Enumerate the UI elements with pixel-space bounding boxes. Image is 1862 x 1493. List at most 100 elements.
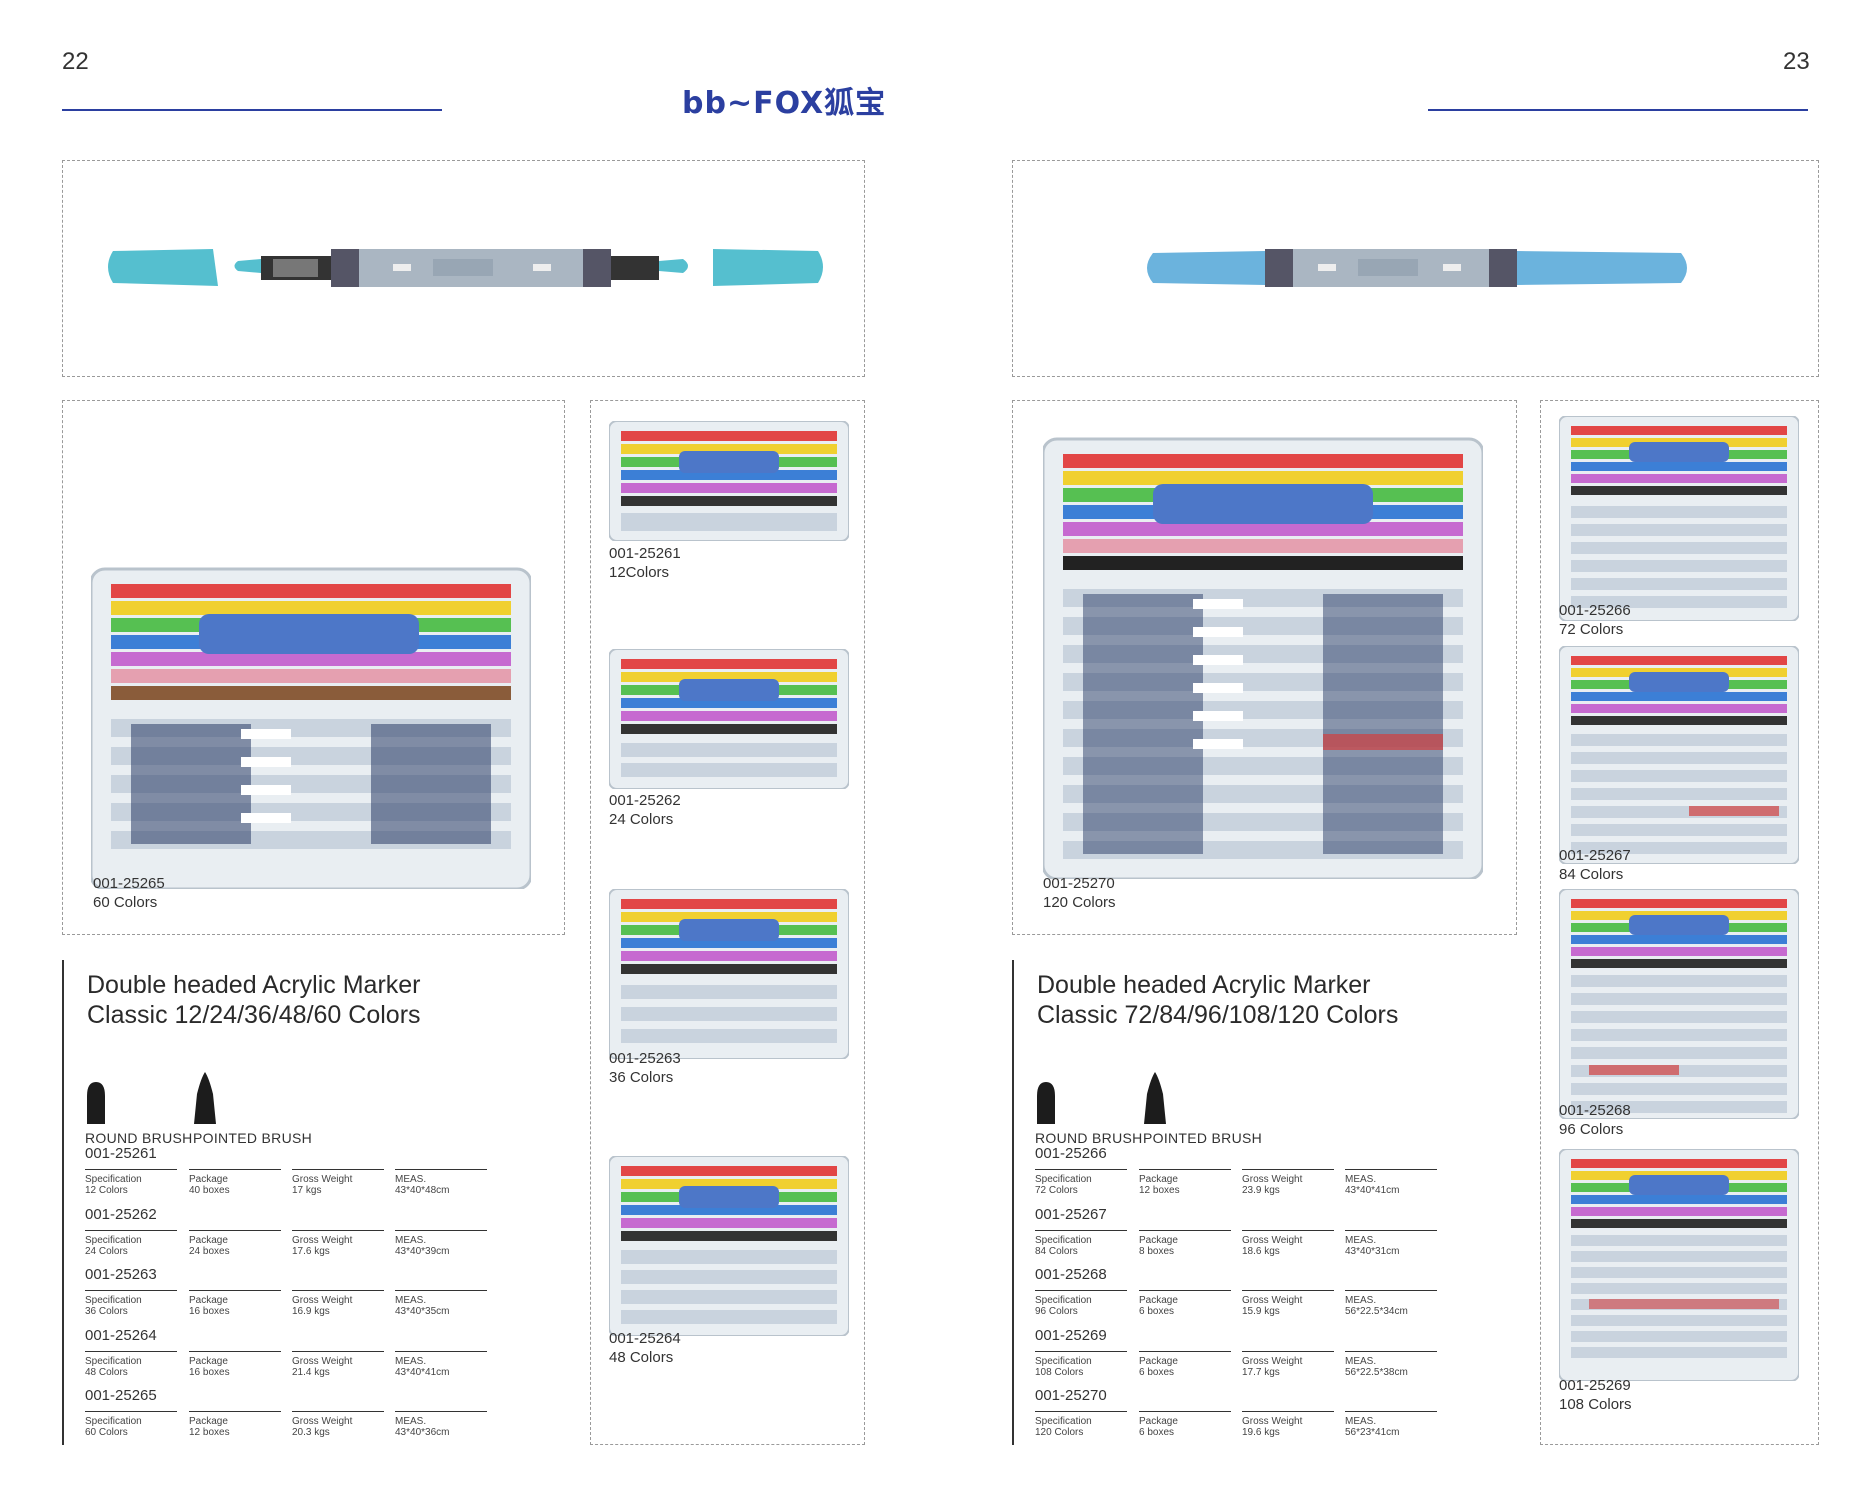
spec-cell-value: 24 boxes	[189, 1245, 230, 1257]
spec-cell-value: 8 boxes	[1139, 1245, 1175, 1257]
spec-cell-label: Package	[189, 1355, 228, 1367]
header-rule-left	[62, 109, 442, 111]
spec-cell-label: Package	[189, 1416, 228, 1427]
spec-code: 001-25269	[1035, 1326, 1107, 1344]
main-product-frame-left: 001-25265 60 Colors	[62, 400, 565, 935]
spec-divider	[395, 1290, 487, 1291]
spec-cell-value: 40 boxes	[189, 1185, 230, 1196]
spec-cell-value: 12 boxes	[189, 1427, 230, 1438]
spec-code: 001-25266	[1035, 1145, 1107, 1162]
spec-divider	[292, 1290, 384, 1291]
spec-cell-label: Gross Weight	[1242, 1416, 1303, 1427]
side-product-code-3: 001-25263	[609, 1050, 681, 1067]
marker-case-60-image	[91, 567, 531, 889]
spec-cell-label: Gross Weight	[292, 1174, 353, 1185]
round-brush-icon	[87, 1082, 105, 1124]
product-title-line1-right: Double headed Acrylic Marker	[1037, 971, 1371, 999]
side-product-colors-r4: 108 Colors	[1559, 1396, 1632, 1413]
marker-open-image	[108, 249, 823, 287]
spec-divider	[292, 1229, 384, 1231]
spec-cell-value: 12 boxes	[1139, 1185, 1180, 1196]
marker-frame-left	[62, 160, 865, 377]
spec-cell-value: 6 boxes	[1139, 1306, 1175, 1317]
spec-cell-value: 21.4 kgs	[292, 1366, 330, 1378]
spec-cell-value: 17.7 kgs	[1242, 1366, 1280, 1378]
spec-cell-value: 6 boxes	[1139, 1427, 1175, 1438]
spec-cell-value: 108 Colors	[1035, 1366, 1084, 1378]
spec-divider	[1035, 1350, 1127, 1352]
spec-cell-label: Specification	[1035, 1295, 1092, 1306]
spec-divider	[189, 1350, 281, 1352]
spec-divider	[1345, 1169, 1437, 1170]
spec-divider	[1035, 1169, 1127, 1170]
spec-cell-value: 6 boxes	[1139, 1366, 1175, 1378]
spec-divider	[1242, 1229, 1334, 1231]
spec-cell-value: 60 Colors	[85, 1427, 128, 1438]
spec-divider	[395, 1229, 487, 1231]
spec-cell-value: 17 kgs	[292, 1185, 322, 1196]
spec-divider	[85, 1229, 177, 1231]
spec-divider	[1345, 1229, 1437, 1231]
side-product-colors-r2: 84 Colors	[1559, 866, 1624, 883]
spec-divider	[292, 1169, 384, 1170]
side-product-colors-2: 24 Colors	[609, 811, 674, 828]
spec-cell-value: 24 Colors	[85, 1245, 128, 1257]
spec-cell-value: 96 Colors	[1035, 1306, 1078, 1317]
product-title-line2-left: Classic 12/24/36/48/60 Colors	[87, 1001, 421, 1029]
spec-divider	[85, 1411, 177, 1412]
spec-cell-label: Specification	[1035, 1174, 1092, 1185]
header-rule-right	[1428, 109, 1808, 111]
spec-cell-label: Specification	[1035, 1234, 1092, 1246]
spec-code: 001-25267	[1035, 1205, 1107, 1223]
spec-cell-value: 19.6 kgs	[1242, 1427, 1280, 1438]
marker-case-96-image	[1559, 889, 1799, 1119]
spec-divider	[292, 1411, 384, 1412]
round-brush-icon-right	[1037, 1082, 1055, 1124]
round-brush-label: ROUND BRUSH	[85, 1130, 193, 1146]
spec-cell-value: 43*40*48cm	[395, 1185, 450, 1196]
spec-cell-label: Gross Weight	[292, 1234, 353, 1246]
spec-divider	[1242, 1350, 1334, 1352]
spec-divider	[1139, 1169, 1231, 1170]
spec-cell-label: Specification	[85, 1174, 142, 1185]
side-product-colors-3: 36 Colors	[609, 1069, 674, 1086]
marker-closed-image	[1147, 249, 1687, 287]
spec-cell-label: Package	[1139, 1295, 1178, 1306]
spec-cell-value: 16 boxes	[189, 1306, 230, 1317]
side-product-code-2: 001-25262	[609, 792, 681, 809]
spec-divider	[1139, 1350, 1231, 1352]
spec-cell-label: MEAS.	[1345, 1416, 1377, 1427]
spec-divider	[1035, 1411, 1127, 1412]
info-divider-left	[62, 960, 64, 1445]
spec-cell-label: Gross Weight	[292, 1355, 353, 1367]
marker-case-120-image	[1043, 437, 1483, 879]
spec-cell-value: 23.9 kgs	[1242, 1185, 1280, 1196]
side-product-colors-1: 12Colors	[609, 564, 670, 581]
spec-cell-label: Package	[189, 1234, 228, 1246]
spec-cell-value: 48 Colors	[85, 1366, 128, 1378]
spec-cell-label: Specification	[1035, 1416, 1092, 1427]
spec-cell-label: Gross Weight	[292, 1416, 353, 1427]
spec-divider	[1242, 1290, 1334, 1291]
marker-case-48-image	[609, 1156, 849, 1336]
spec-divider	[85, 1290, 177, 1291]
product-title-line2-right: Classic 72/84/96/108/120 Colors	[1037, 1001, 1399, 1029]
spec-cell-value: 43*40*36cm	[395, 1427, 450, 1438]
side-product-colors-4: 48 Colors	[609, 1349, 674, 1366]
spec-divider	[1345, 1411, 1437, 1412]
spec-divider	[1345, 1350, 1437, 1352]
spec-cell-label: Package	[1139, 1416, 1178, 1427]
spec-cell-label: MEAS.	[395, 1295, 427, 1306]
spec-cell-value: 120 Colors	[1035, 1427, 1084, 1438]
spec-cell-label: MEAS.	[395, 1355, 427, 1367]
spec-cell-value: 12 Colors	[85, 1185, 128, 1196]
spec-divider	[292, 1350, 384, 1352]
spec-divider	[189, 1229, 281, 1231]
spec-cell-label: Package	[1139, 1234, 1178, 1246]
spec-cell-value: 43*40*41cm	[395, 1366, 450, 1378]
spec-divider	[189, 1290, 281, 1291]
side-product-code-1: 001-25261	[609, 545, 681, 562]
pointed-brush-label-right: POINTED BRUSH	[1143, 1130, 1263, 1146]
spec-cell-label: MEAS.	[395, 1174, 427, 1185]
marker-case-24-image	[609, 649, 849, 789]
